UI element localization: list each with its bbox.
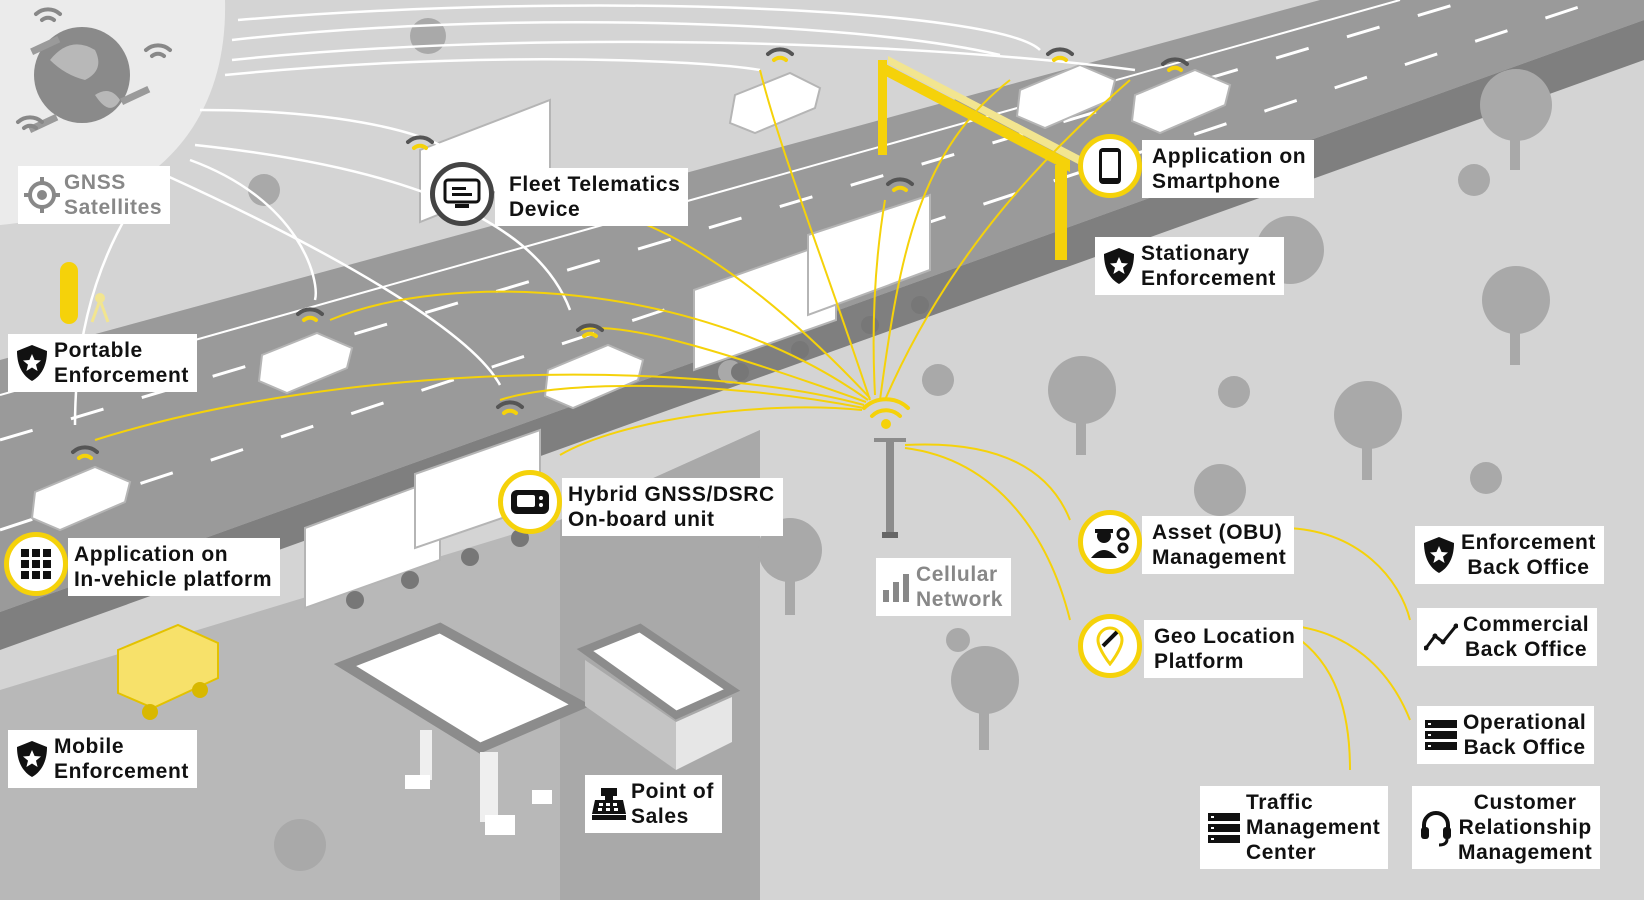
label-text-line: Back Office	[1465, 638, 1588, 661]
label-text-line: Point of	[631, 780, 714, 803]
shield-star-icon	[14, 739, 50, 779]
cellular-tower	[874, 438, 906, 538]
label-text-line: Asset (OBU)	[1152, 521, 1283, 544]
label-text-line: Platform	[1154, 650, 1244, 673]
label-text-line: Management	[1152, 546, 1287, 569]
label-text-line: Sales	[631, 805, 689, 828]
label-text-line: Mobile	[54, 735, 125, 758]
label-text-line: Traffic	[1246, 791, 1314, 814]
truck-2	[304, 428, 541, 610]
label-text-line: Fleet Telematics	[509, 173, 681, 196]
label-text-line: Enforcement	[54, 364, 189, 387]
label-text-line: Management	[1458, 841, 1593, 864]
label-text-line: Cellular	[916, 563, 998, 586]
label-text-line: Satellites	[64, 196, 163, 219]
lane-line-1	[0, 0, 1471, 442]
road-edge-line	[0, 0, 1401, 396]
toll-gantry	[878, 56, 1080, 260]
label-text-line: Relationship	[1458, 816, 1592, 839]
label-text-line: Application on	[74, 543, 229, 566]
label-text-line: Management	[1246, 816, 1381, 839]
label-text-line: Enforcement	[1141, 267, 1276, 290]
signal-badges	[16, 7, 1189, 460]
shield-star-icon	[1421, 535, 1457, 575]
label-text-line: Commercial	[1463, 613, 1590, 636]
signal-bars-icon	[882, 567, 912, 607]
obu-device-icon	[511, 490, 549, 514]
cars	[30, 63, 1232, 532]
label-text-line: Portable	[54, 339, 143, 362]
label-asset-management: Asset (OBU)Management	[1142, 516, 1295, 574]
label-text-line: Back Office	[1467, 556, 1590, 579]
server-icon	[1206, 808, 1242, 848]
monitor-icon	[443, 178, 481, 208]
label-text-line: On-board unit	[568, 508, 715, 531]
label-text-line: Device	[509, 198, 581, 221]
truck-1	[693, 193, 931, 381]
smartphone-badge	[1078, 134, 1142, 198]
label-text-line: Enforcement	[54, 760, 189, 783]
label-text-line: Customer	[1473, 791, 1577, 814]
mobile-enforcement-van	[117, 623, 219, 720]
label-text-line: GNSS	[64, 171, 126, 194]
label-text-line: Application on	[1152, 145, 1307, 168]
fleet-telematics-badge	[430, 162, 494, 226]
gnss-globe	[34, 27, 130, 123]
label-text-line: Center	[1246, 841, 1317, 864]
cash-register-icon	[591, 784, 627, 824]
crosshair-icon	[24, 175, 60, 215]
app-grid-icon	[21, 549, 51, 579]
label-text-line: Network	[916, 588, 1004, 611]
geo-location-badge	[1078, 614, 1142, 678]
server-icon	[1423, 715, 1459, 755]
label-text-line: Stationary	[1141, 242, 1250, 265]
trend-chart-icon	[1423, 617, 1459, 657]
map-pin-icon	[1096, 626, 1124, 666]
asset-management-badge	[1078, 510, 1142, 574]
label-text-line: Back Office	[1463, 736, 1586, 759]
smartphone-icon	[1099, 148, 1121, 184]
cellular-links	[94, 69, 1411, 771]
petrol-station	[333, 622, 741, 835]
label-text-line: Enforcement	[1461, 531, 1596, 554]
portable-enforcement-pole	[60, 262, 110, 324]
label-text-line: Hybrid GNSS/DSRC	[568, 483, 775, 506]
hybrid-obu-badge	[498, 470, 562, 534]
label-text-line: Operational	[1463, 711, 1587, 734]
headset-icon	[1418, 808, 1454, 848]
label-text-line: Smartphone	[1152, 170, 1281, 193]
label-text-line: In-vehicle platform	[74, 568, 273, 591]
gnss-links	[73, 4, 1136, 426]
in-vehicle-app-badge	[4, 532, 68, 596]
shield-star-icon	[14, 343, 50, 383]
worker-gears-icon	[1091, 527, 1130, 558]
shield-star-icon	[1101, 246, 1137, 286]
label-text-line: Geo Location	[1154, 625, 1296, 648]
